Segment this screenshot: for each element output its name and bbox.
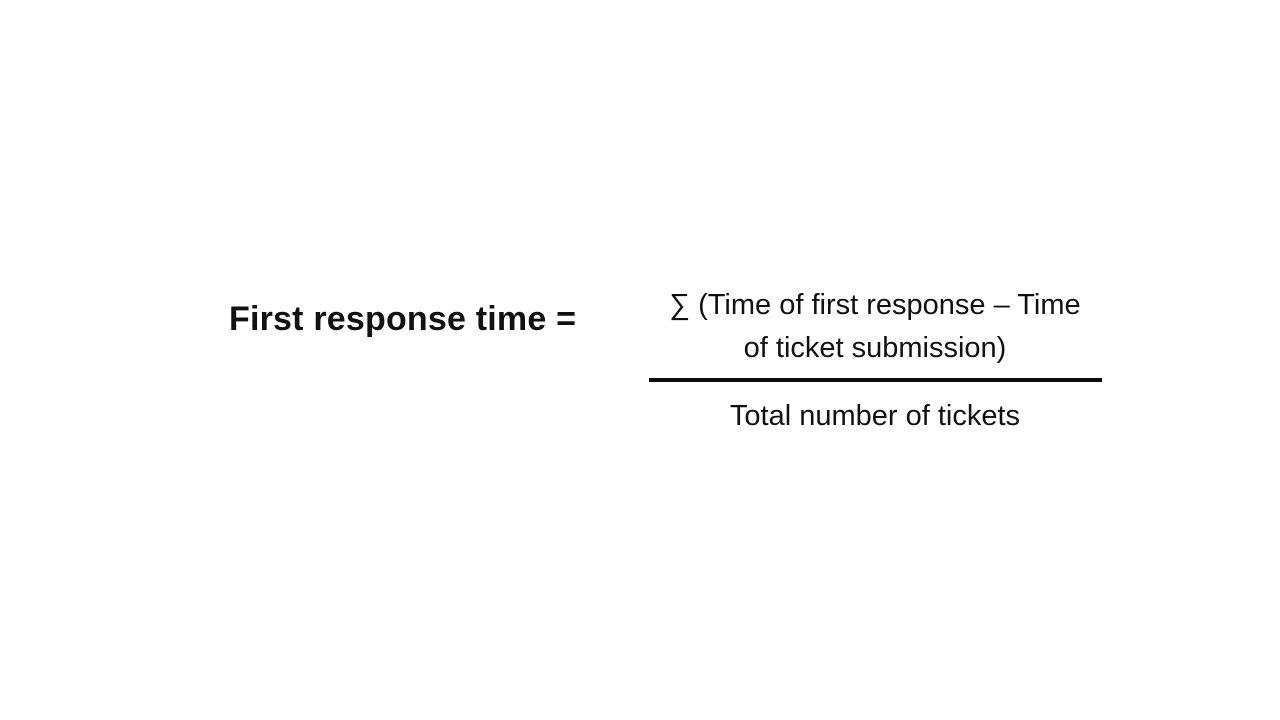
formula-fraction: ∑ (Time of first response – Time of tick…	[640, 284, 1110, 436]
fraction-bar	[648, 378, 1102, 382]
formula-label: First response time =	[229, 300, 577, 338]
numerator-line-2: of ticket submission)	[743, 332, 1007, 364]
formula-numerator: ∑ (Time of first response – Time of tick…	[640, 284, 1110, 370]
formula-denominator: Total number of tickets	[729, 400, 1021, 432]
numerator-line-1: ∑ (Time of first response – Time	[669, 289, 1081, 321]
